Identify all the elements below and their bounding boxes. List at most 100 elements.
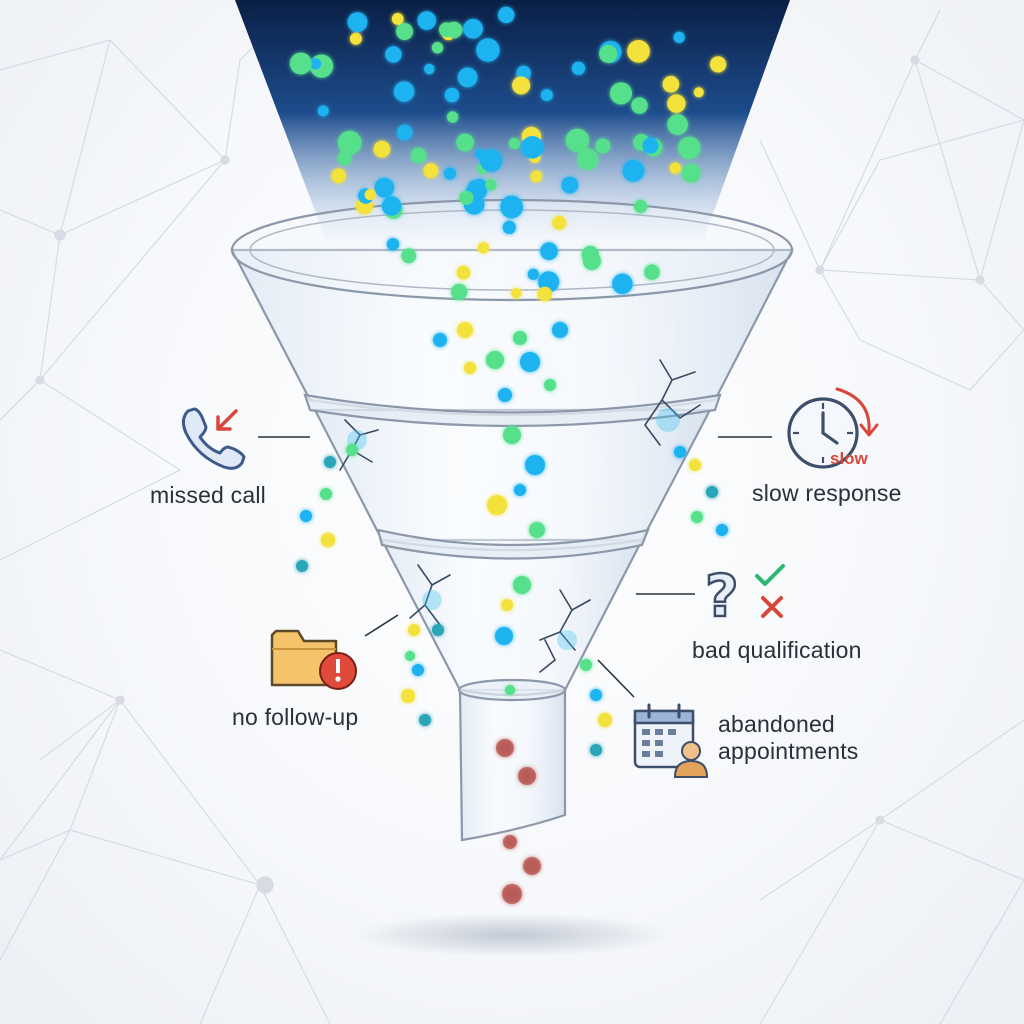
lead-dot [346, 444, 358, 456]
lead-dot [439, 22, 454, 38]
lead-dot [405, 651, 415, 661]
lead-dot [520, 352, 540, 372]
lead-dot [310, 58, 322, 70]
lead-dot [667, 94, 686, 113]
lead-dot [644, 264, 660, 280]
folder-warning-icon [270, 629, 357, 690]
lead-dot [627, 40, 650, 63]
lead-dot [503, 426, 521, 444]
lead-dot [561, 176, 579, 194]
lead-dot [710, 56, 727, 73]
lead-dot [401, 689, 415, 703]
lead-dot [457, 67, 478, 88]
lead-dot [412, 664, 424, 676]
lead-dot [582, 252, 601, 270]
lead-dot [634, 199, 648, 214]
funnel-cracks [339, 359, 701, 673]
lead-dot [716, 524, 728, 536]
lead-dot [373, 140, 391, 158]
lead-dot [502, 220, 516, 234]
lead-dot [443, 167, 457, 180]
lead-dot [540, 89, 553, 101]
lead-dot [599, 44, 618, 64]
lead-dot [503, 835, 517, 849]
label-abandoned-line1: abandoned [718, 711, 835, 737]
lead-dot [464, 362, 476, 374]
slow-badge: slow [830, 449, 869, 468]
lead-dot [432, 624, 444, 636]
lead-dot [296, 560, 308, 572]
lead-dot [498, 388, 512, 402]
svg-text:?: ? [705, 562, 739, 630]
lead-dot [456, 133, 474, 152]
lead-dot [512, 76, 531, 95]
label-missed-call: missed call [150, 482, 266, 508]
lead-dot [669, 162, 681, 174]
lead-beam [235, 0, 790, 250]
lead-dot [347, 12, 368, 32]
lead-dot [447, 111, 459, 123]
lead-dot [496, 739, 514, 757]
lead-dot [691, 511, 703, 523]
lead-dot [622, 159, 645, 182]
lead-dot [580, 659, 592, 671]
lead-dot [642, 137, 659, 154]
lead-dot [396, 23, 413, 40]
lead-dot [386, 238, 400, 251]
lead-dot [479, 149, 503, 172]
lead-dot [590, 744, 602, 756]
lead-dot [391, 13, 404, 25]
lead-dot [477, 242, 489, 254]
lead-dot [674, 446, 686, 458]
lead-dot [610, 82, 632, 105]
lead-dot [324, 456, 336, 468]
lead-dot [393, 81, 415, 102]
lead-dot [337, 130, 362, 155]
lead-dot [673, 31, 685, 43]
lead-dot [530, 170, 543, 183]
lead-dot [320, 488, 332, 500]
lead-dot [527, 268, 539, 280]
lead-dot [408, 624, 420, 636]
lead-dot [300, 510, 312, 522]
lead-dot [577, 148, 599, 170]
lead-dot [463, 19, 483, 39]
lead-dot [498, 6, 515, 24]
lead-dot [397, 124, 413, 141]
lead-dot [476, 38, 500, 62]
lead-dot [317, 105, 329, 117]
lead-dot [540, 242, 558, 260]
lead-dot [337, 151, 352, 166]
lead-dot [590, 689, 602, 701]
lead-dot [381, 196, 402, 216]
label-slow-response: slow response [752, 480, 902, 506]
lead-dot [678, 136, 701, 160]
label-abandoned-appointments: abandoned appointments [718, 711, 859, 765]
lead-dot [693, 87, 704, 98]
lead-dot [612, 273, 633, 294]
label-no-follow-up: no follow-up [232, 704, 359, 730]
lead-dot [424, 63, 435, 75]
lead-dot [485, 179, 497, 191]
lead-dot [552, 216, 567, 230]
lead-dots [289, 6, 728, 904]
calendar-person-icon [633, 703, 709, 778]
lead-dot [514, 484, 526, 496]
lead-dot [374, 177, 395, 198]
lead-dot [385, 46, 402, 63]
lead-dot [598, 713, 612, 727]
lead-dot [508, 138, 520, 149]
crack-leak-glow [347, 408, 680, 650]
question-check-cross-icon: ? [704, 561, 785, 631]
lead-dot [495, 627, 513, 645]
lead-dot [457, 322, 473, 338]
lead-dot [419, 714, 431, 726]
lead-dot [417, 11, 437, 30]
lead-dot [423, 163, 439, 179]
lead-dot [349, 32, 362, 45]
lead-dot [544, 379, 556, 391]
lead-dot [289, 52, 312, 75]
lead-dot [364, 189, 376, 201]
